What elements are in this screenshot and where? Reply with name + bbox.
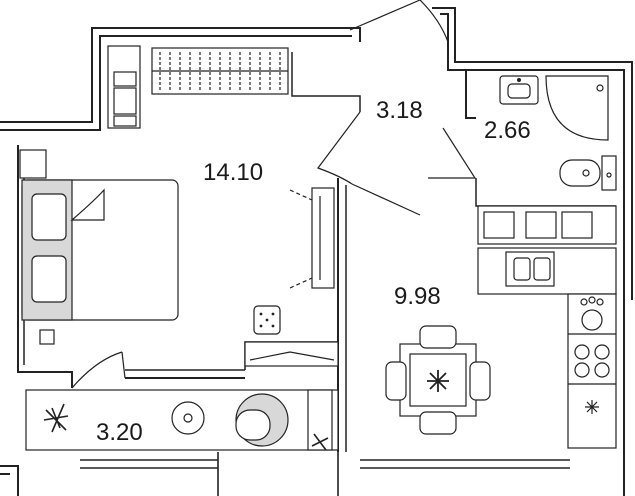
bathroom-area-label: 2.66 [484, 117, 531, 144]
bedroom-area-label: 14.10 [203, 159, 263, 186]
kitchen-area-label: 9.98 [394, 283, 441, 310]
wardrobe [151, 47, 289, 95]
bathroom [465, 70, 617, 207]
balcony-area-label: 3.20 [96, 419, 143, 446]
tv-unit [289, 187, 335, 289]
kitchen [477, 205, 617, 449]
ottoman [253, 305, 281, 335]
exterior-walls [0, 7, 633, 496]
double-bed [21, 179, 179, 345]
dining-table [385, 325, 491, 435]
desk [244, 341, 339, 367]
balcony [25, 389, 339, 451]
doors [71, 0, 477, 389]
storage-unit [107, 45, 141, 129]
windows [80, 452, 570, 496]
bedside-table [19, 149, 47, 179]
hall-area-label: 3.18 [376, 97, 423, 124]
